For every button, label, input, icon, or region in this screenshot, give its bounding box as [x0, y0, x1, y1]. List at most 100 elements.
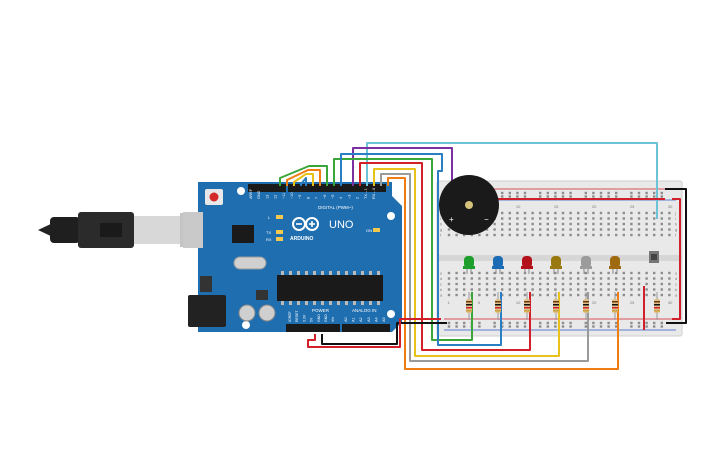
- digital-pin-label: GND: [257, 190, 261, 199]
- row-letter-right: c: [675, 282, 677, 287]
- wire-green[interactable]: [333, 158, 473, 341]
- resistor[interactable]: [553, 292, 559, 320]
- breadboard-row-letters: aabbccddeeffgghhiijj: [439, 211, 678, 298]
- led[interactable]: [550, 256, 562, 274]
- wires: [279, 142, 687, 370]
- column-number-bottom: 20: [592, 300, 597, 305]
- row-letter-right: h: [675, 222, 677, 227]
- wire-yellow[interactable]: [373, 168, 560, 357]
- row-letter-left: b: [440, 287, 443, 292]
- tx-label: TX: [266, 230, 271, 235]
- row-letter-right: j: [674, 211, 676, 216]
- resistor[interactable]: [524, 292, 530, 320]
- wire-gray[interactable]: [380, 173, 589, 362]
- power-pin-label: 5V: [310, 317, 314, 322]
- digital-pin-label: 13: [265, 195, 269, 199]
- wire-yellow-top[interactable]: [293, 173, 314, 186]
- usb-jack: [183, 212, 203, 248]
- header-top-left: [248, 184, 286, 192]
- led[interactable]: [609, 256, 621, 274]
- row-letter-right: g: [675, 227, 677, 232]
- column-number-top: 10: [516, 204, 521, 209]
- resistors: [466, 292, 660, 320]
- brand-label: ARDUINO: [290, 236, 313, 242]
- digital-pin-label: ~6: [323, 195, 327, 199]
- digital-pin-label: ~5: [331, 195, 335, 199]
- column-number-bottom: 1: [448, 300, 451, 305]
- row-letter-left: h: [440, 222, 442, 227]
- resistor[interactable]: [466, 292, 472, 320]
- row-letter-left: g: [440, 227, 442, 232]
- resistor[interactable]: [654, 292, 660, 320]
- row-letter-left: a: [440, 293, 443, 298]
- atmega-chip: [277, 275, 383, 301]
- rx-label: RX: [266, 237, 272, 242]
- row-letter-left: j: [439, 211, 441, 216]
- analog-pin-label: A3: [367, 317, 371, 322]
- digital-pin-label: ~10: [290, 193, 294, 199]
- row-letter-left: e: [440, 271, 443, 276]
- wire-orange-top[interactable]: [286, 169, 321, 186]
- wire-red-right[interactable]: [672, 198, 681, 320]
- column-number-bottom: 30: [668, 300, 673, 305]
- row-letter-right: d: [675, 276, 677, 281]
- column-number-top: 20: [592, 204, 597, 209]
- digital-pin-label: ~11: [282, 193, 286, 199]
- model-label: UNO: [329, 219, 354, 231]
- digital-pin-label: 7: [315, 197, 319, 199]
- wire-cyan[interactable]: [366, 142, 658, 219]
- resistor[interactable]: [612, 292, 618, 320]
- power-jack: [188, 295, 226, 327]
- arduino-uno-board: ARDUINO UNO DIGITAL (PWM~) POWER ANALOG …: [183, 182, 402, 332]
- digital-pin-label: 4: [339, 197, 343, 199]
- header-power: [286, 324, 340, 332]
- analog-pin-label: A1: [352, 317, 356, 322]
- row-letter-left: f: [440, 233, 442, 238]
- buzzer-plus-label: +: [449, 215, 454, 224]
- digital-pin-label: 2: [356, 197, 360, 199]
- column-number-bottom: 10: [516, 300, 521, 305]
- push-button[interactable]: [649, 251, 659, 263]
- power-pin-label: Vin: [331, 317, 335, 322]
- led[interactable]: [463, 256, 475, 274]
- analog-pin-label: A2: [359, 317, 363, 322]
- column-number-bottom: 5: [478, 300, 481, 305]
- row-letter-left: c: [440, 282, 442, 287]
- wire-orange[interactable]: [387, 177, 619, 370]
- arduino-logo-icon: [292, 217, 319, 231]
- wire-green-top[interactable]: [279, 165, 328, 186]
- wire-purple[interactable]: [352, 147, 453, 196]
- digital-pin-label: RX←0: [372, 188, 376, 199]
- row-letter-left: d: [440, 276, 442, 281]
- led[interactable]: [521, 256, 533, 274]
- digital-pin-label: ~3: [347, 195, 351, 199]
- column-number-top: 30: [668, 204, 673, 209]
- leds: [463, 256, 621, 274]
- wire-red-5v[interactable]: [307, 318, 441, 348]
- power-pin-label: IOREF: [288, 311, 292, 322]
- row-letter-left: i: [440, 216, 441, 221]
- wire-black-gnd[interactable]: [321, 322, 447, 345]
- wire-blue-top[interactable]: [300, 177, 307, 186]
- analog-pin-label: A4: [374, 317, 378, 322]
- column-number-bottom: 25: [630, 300, 635, 305]
- led[interactable]: [580, 256, 592, 274]
- digital-pin-label: 12: [274, 195, 278, 199]
- resistor[interactable]: [495, 292, 501, 320]
- wire-red[interactable]: [359, 162, 531, 351]
- resistor[interactable]: [583, 292, 589, 320]
- on-label: ON: [366, 228, 372, 233]
- digital-pin-label: ~9: [298, 195, 302, 199]
- row-letter-right: i: [675, 216, 676, 221]
- digital-pin-label: TX→1: [364, 188, 368, 199]
- digital-pin-label: AREF: [249, 188, 253, 199]
- header-digital: [288, 184, 386, 192]
- wire-blue[interactable]: [340, 153, 502, 346]
- led[interactable]: [492, 256, 504, 274]
- wire-black-right[interactable]: [665, 188, 687, 324]
- l-label: L: [268, 215, 271, 220]
- piezo-buzzer[interactable]: + −: [439, 175, 499, 235]
- buzzer-minus-label: −: [484, 215, 489, 224]
